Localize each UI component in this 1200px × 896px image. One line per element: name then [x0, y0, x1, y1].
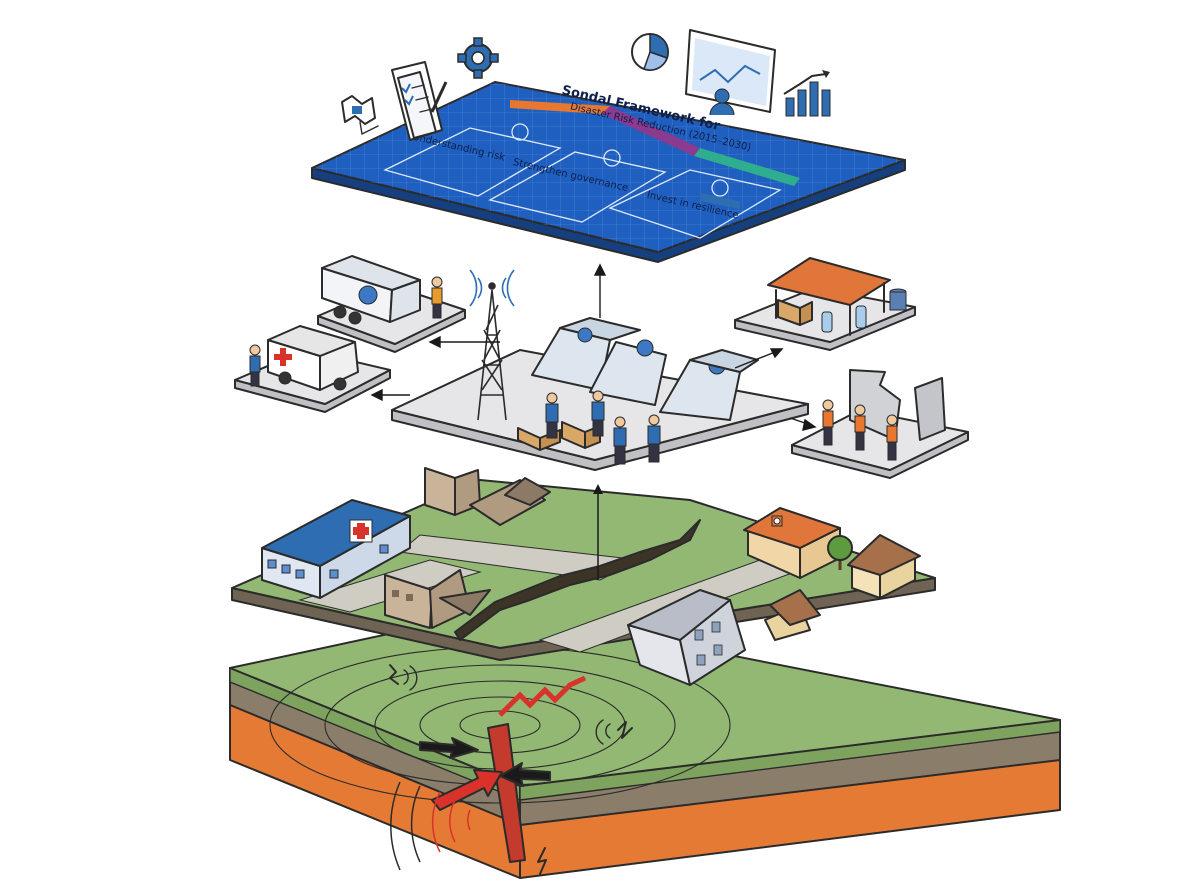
damaged-city-slab	[231, 467, 936, 686]
relief-tents	[531, 317, 759, 421]
checklist-icon	[391, 61, 448, 141]
mobile-clinic-platform	[317, 255, 466, 353]
pie-chart-icon	[631, 33, 669, 71]
priority-bar-3	[694, 148, 800, 186]
supply-depot-platform	[734, 257, 916, 351]
priority-box-2	[488, 151, 667, 223]
school-building	[743, 507, 841, 579]
lightning-icon	[537, 847, 547, 875]
map-icon	[341, 95, 379, 135]
priority-box-3	[608, 169, 782, 239]
reconstruction-platform	[791, 369, 969, 479]
ground-fissure	[454, 519, 701, 641]
signal-waves-icon	[469, 269, 515, 307]
slip-arrow-red	[431, 769, 503, 811]
priority-bar-2	[602, 106, 700, 156]
vibration-marks	[389, 664, 633, 745]
sendai-framework-blueprint: Sondal Framework for Disaster Risk Reduc…	[311, 81, 906, 263]
compression-arrow-right	[499, 762, 551, 787]
dashboard-icon	[685, 29, 776, 210]
earth-cross-section	[229, 609, 1061, 879]
bar-chart-icon	[783, 70, 831, 117]
tree	[827, 535, 853, 570]
response-hub-platform	[370, 263, 817, 471]
surface-fault-line	[498, 675, 587, 717]
gear-icon	[457, 37, 499, 79]
fault-plane	[487, 723, 526, 863]
underground-red-waves	[390, 781, 471, 871]
damaged-house	[764, 589, 821, 641]
priority-box-1	[383, 127, 562, 197]
collapsed-building-front	[384, 569, 491, 629]
ambulance-platform	[234, 325, 391, 413]
compression-arrow-left	[419, 737, 479, 759]
aid-workers	[545, 390, 661, 465]
tilted-office-building	[627, 589, 746, 686]
communication-tower	[477, 282, 507, 421]
shelter-roof	[767, 257, 891, 306]
collapsed-building-back	[424, 467, 551, 526]
hospital-building	[261, 499, 411, 599]
priority-bar-1	[510, 100, 610, 114]
hub-connectors	[370, 263, 817, 431]
small-house	[847, 534, 921, 599]
